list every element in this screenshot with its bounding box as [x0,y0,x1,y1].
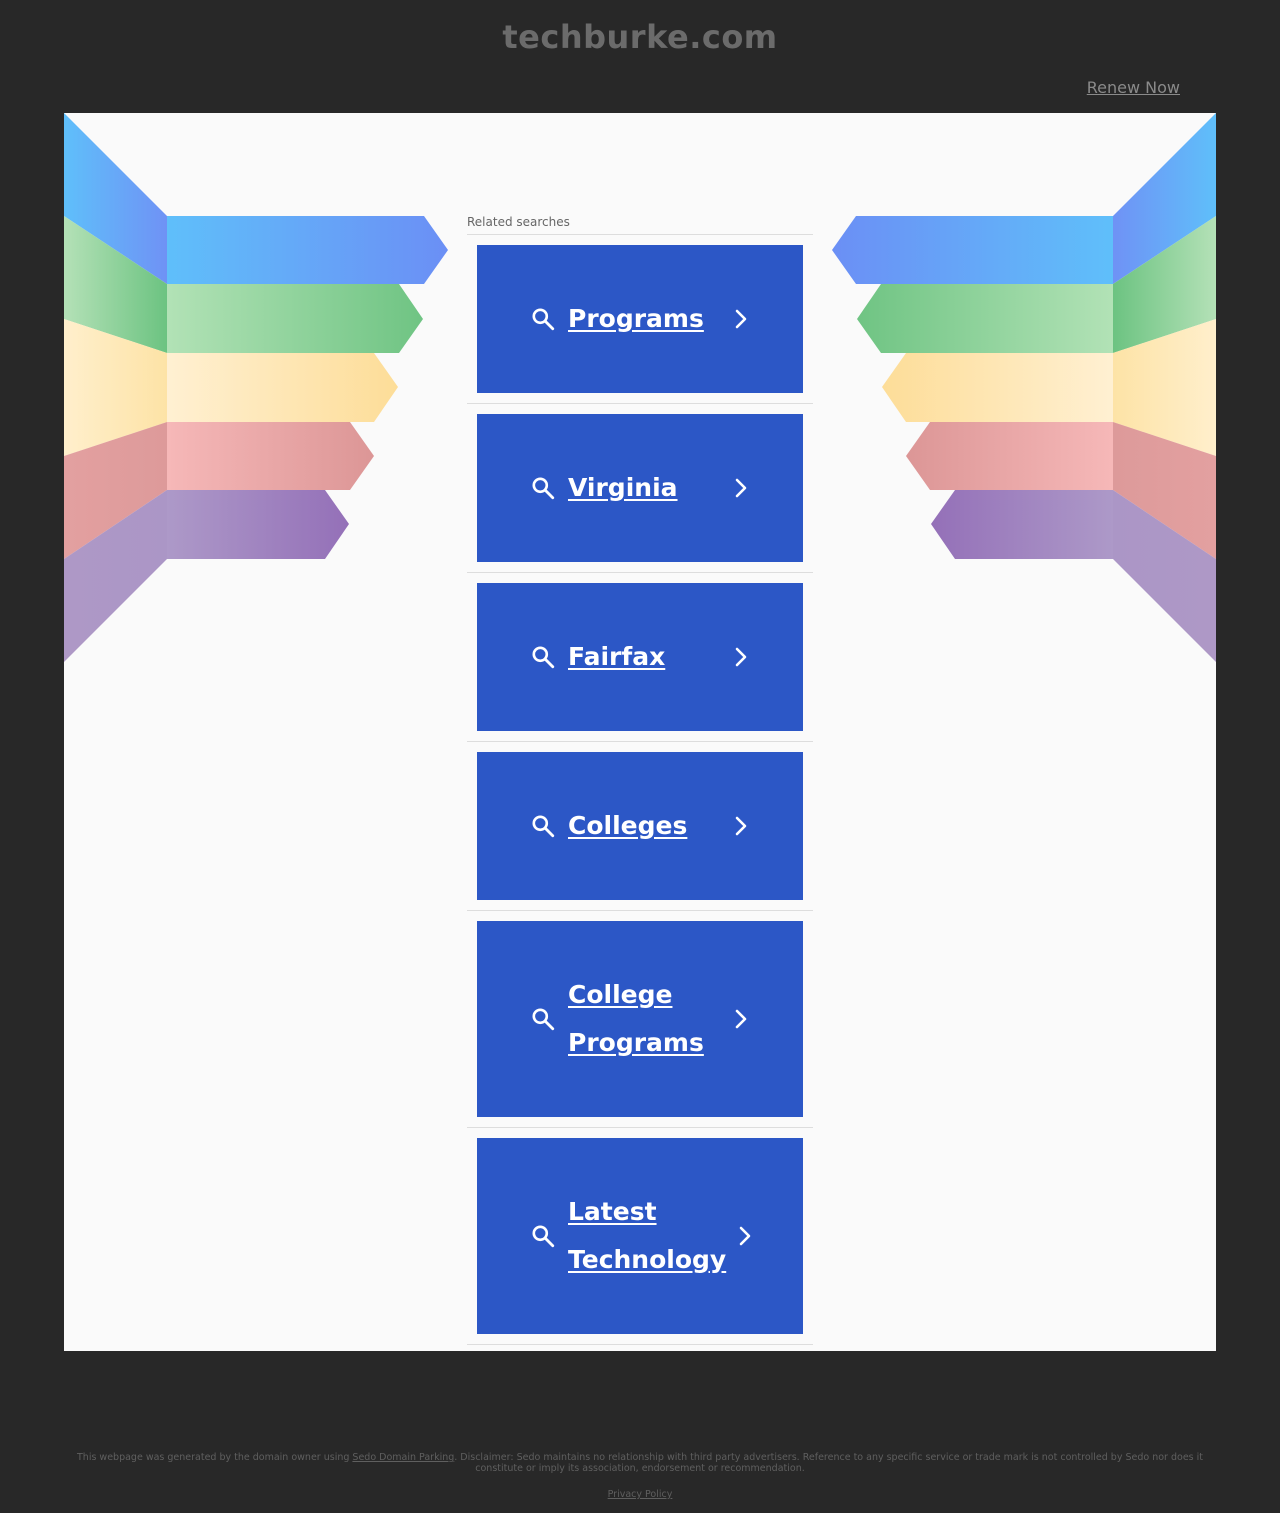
chevron-right-icon [739,1226,751,1246]
sedo-parking-link[interactable]: Sedo Domain Parking [352,1452,455,1463]
footer-text-after: . Disclaimer: Sedo maintains no relation… [454,1452,1203,1474]
privacy-policy-link[interactable]: Privacy Policy [607,1489,673,1500]
related-search-link-fairfax[interactable]: Fairfax [477,583,803,731]
left-decorative-wing [64,113,448,662]
chevron-right-icon [735,1009,747,1029]
related-search-link-programs[interactable]: Programs [477,245,803,393]
search-icon [532,815,555,838]
related-search-label[interactable]: Colleges [568,811,688,840]
chevron-right-icon [735,816,747,836]
search-icon [532,308,555,331]
footer-disclaimer: This webpage was generated by the domain… [64,1452,1216,1474]
related-search-link-colleges[interactable]: Colleges [477,752,803,900]
chevron-right-icon [735,309,747,329]
related-search-label[interactable]: Fairfax [568,642,666,671]
related-searches-label: Related searches [467,213,813,235]
related-search-label[interactable]: Programs [568,304,704,333]
chevron-right-icon [735,647,747,667]
related-search-label[interactable]: College Programs [568,980,704,1057]
domain-title: techburke.com [502,18,778,56]
related-search-link-virginia[interactable]: Virginia [477,414,803,562]
related-search-link-college-programs[interactable]: College Programs [477,921,803,1117]
related-search-row: Colleges [467,742,813,911]
related-search-row: Latest Technology [467,1128,813,1345]
related-search-label[interactable]: Latest Technology [568,1197,727,1274]
footer-text-before: This webpage was generated by the domain… [77,1452,353,1463]
search-icon [532,477,555,500]
related-search-label[interactable]: Virginia [568,473,678,502]
related-search-link-latest-technology[interactable]: Latest Technology [477,1138,803,1334]
related-search-row: Fairfax [467,573,813,742]
footer-privacy: Privacy Policy [0,1489,1280,1500]
related-search-row: College Programs [467,911,813,1128]
search-icon [532,1008,555,1031]
related-search-row: Programs [467,235,813,404]
right-decorative-wing [832,113,1216,662]
related-search-row: Virginia [467,404,813,573]
renew-now-link[interactable]: Renew Now [1086,78,1180,97]
chevron-right-icon [735,478,747,498]
search-icon [532,646,555,669]
content-panel: Related searches Programs Virginia [64,113,1216,1351]
search-icon [532,1225,555,1248]
related-searches: Related searches Programs Virginia [467,213,813,1345]
